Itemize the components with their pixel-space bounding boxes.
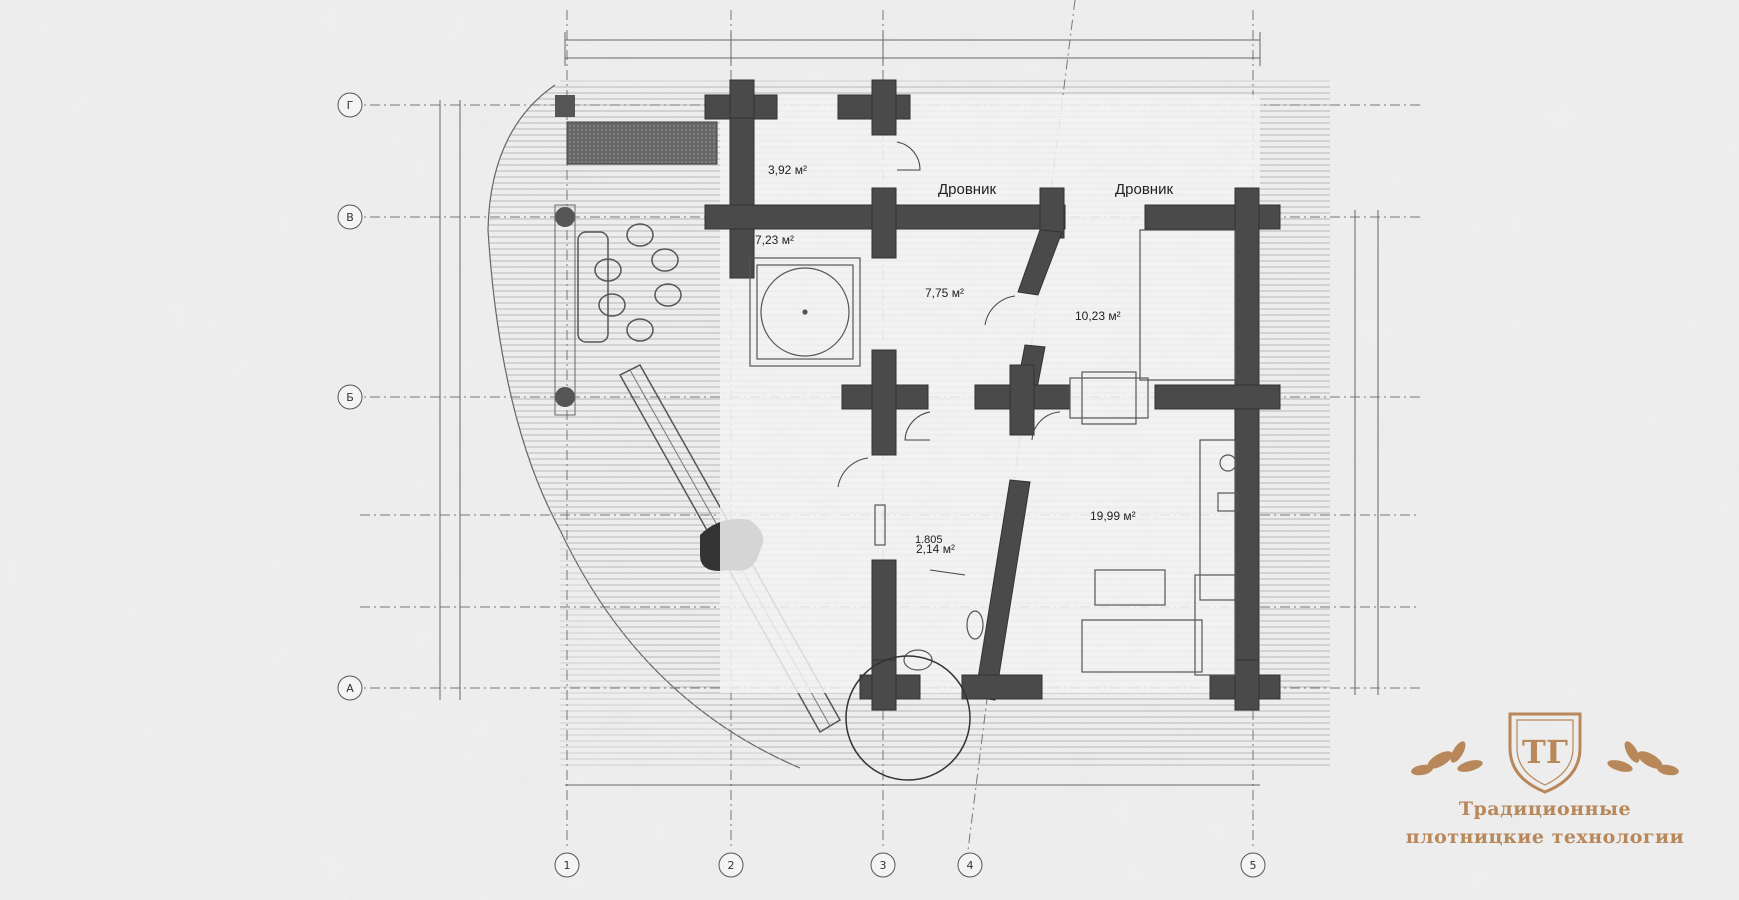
room-labels: 3,92 м² 7,23 м² 7,75 м² 10,23 м² 19,99 м… (755, 163, 1173, 556)
column-axis-markers: 1 2 3 4 5 (554, 852, 1266, 878)
col-axis-3: 3 (880, 859, 887, 872)
room-area-214: 2,14 м² (916, 542, 955, 556)
room-area-392: 3,92 м² (768, 163, 807, 177)
row-axis-v: В (346, 211, 354, 224)
row-axis-a: А (346, 682, 354, 695)
logo-line-2: плотницкие технологии (1405, 826, 1685, 848)
woodshed-label-left: Дровник (938, 181, 996, 198)
furniture (749, 229, 1239, 676)
company-logo: ТГ Традиционные плотницкие технологии (1380, 708, 1710, 858)
door-swings (837, 141, 1061, 576)
row-axis-g: Г (347, 99, 354, 112)
room-dimension-1805: 1.805 (915, 534, 943, 546)
leaf-left-icon (1411, 741, 1483, 776)
woodshed-label-right: Дровник (1115, 181, 1173, 198)
detail-callout-circle (845, 655, 971, 781)
col-axis-5: 5 (1250, 859, 1257, 872)
logo-monogram: ТГ (1522, 733, 1568, 771)
col-axis-4: 4 (967, 859, 974, 872)
room-area-723: 7,23 м² (755, 233, 794, 247)
log-walls (704, 79, 1281, 711)
row-axis-b: Б (346, 391, 354, 404)
leaf-right-icon (1607, 741, 1679, 776)
dimension-lines (439, 32, 1379, 786)
room-area-775: 7,75 м² (925, 286, 964, 300)
col-axis-2: 2 (728, 859, 735, 872)
logo-emblem: ТГ (1411, 712, 1679, 794)
room-area-1999: 19,99 м² (1090, 509, 1136, 523)
logo-line-1: Традиционные (1458, 798, 1632, 820)
row-axis-markers: Г В Б А (337, 92, 363, 701)
col-axis-1: 1 (564, 859, 571, 872)
room-area-1023: 10,23 м² (1075, 309, 1121, 323)
